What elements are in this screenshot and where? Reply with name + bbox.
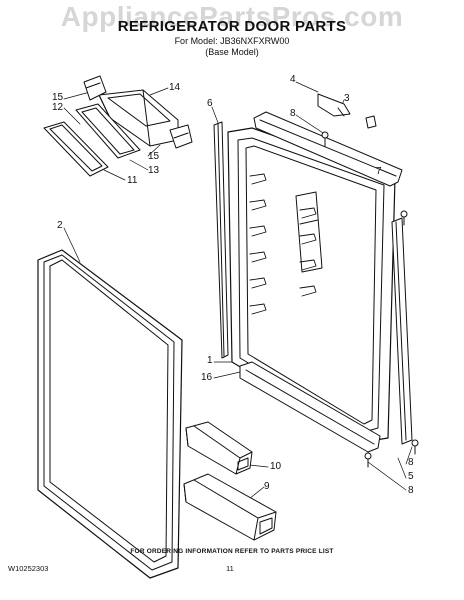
callout-8: 8 [290,108,296,119]
hinge-bracket [317,93,377,129]
callout-6: 6 [207,98,213,109]
screw-icons [321,131,419,468]
door-shelf-bin-large [183,473,277,541]
callout-12: 12 [52,102,64,113]
door-bottom-trim [239,361,381,453]
callout-7: 7 [376,166,382,177]
callout-3: 3 [344,93,350,104]
door-bin-assembly [43,75,193,177]
page-number: 11 [226,564,234,573]
door-side-strip-right [391,217,413,445]
callout-4: 4 [290,74,296,85]
callout-8: 8 [408,485,414,496]
door-shelf-bin-small [185,421,253,475]
door-top-trim [253,111,403,187]
document-number: W10252303 [8,564,49,573]
callout-2: 2 [57,220,63,231]
ordering-note: FOR ORDERING INFORMATION REFER TO PARTS … [130,548,334,555]
callout-8: 8 [408,457,414,468]
callout-11: 11 [127,175,138,186]
model-note: (Base Model) [205,47,259,57]
callout-15: 15 [148,151,160,162]
callout-15: 15 [52,92,64,103]
callout-13: 13 [148,165,160,176]
door-side-strip-left [213,121,229,359]
page-title: REFRIGERATOR DOOR PARTS [117,18,347,35]
callout-5: 5 [408,471,414,482]
callout-16: 16 [201,372,213,383]
callout-9: 9 [264,481,270,492]
callout-14: 14 [169,82,181,93]
callout-1: 1 [207,355,213,366]
door-gasket [37,249,183,579]
watermark: AppliancePartsPros.com [60,1,404,32]
door-liner [227,127,396,443]
model-line: For Model: JB36NXFXRW00 [174,36,290,46]
callout-10: 10 [270,461,282,472]
